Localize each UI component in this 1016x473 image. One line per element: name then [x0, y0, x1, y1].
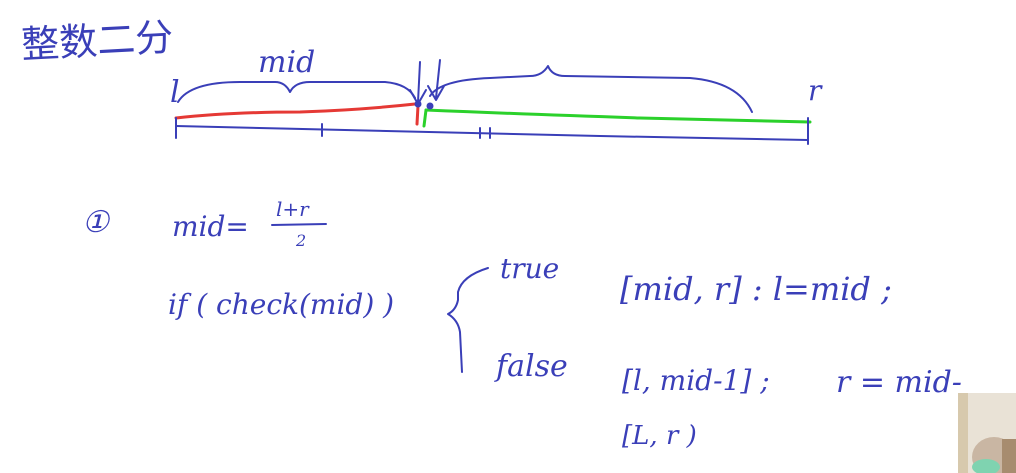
false-interval-alt: [L, r ): [622, 421, 697, 451]
right-label: r: [808, 74, 823, 107]
arrow-down-icon: [427, 59, 445, 101]
false-interval: [l, mid-1] ;: [622, 364, 770, 397]
right-segment: [424, 108, 812, 124]
false-assign: r = mid-: [836, 365, 962, 400]
left-brace: [177, 81, 416, 103]
right-brace: [429, 65, 753, 113]
mid-dot: [414, 100, 422, 108]
true-interval: [mid, r] : l=mid ;: [620, 270, 892, 308]
webcam-thumbnail: [958, 393, 1016, 473]
left-segment: [174, 102, 417, 120]
formula-lhs: mid=: [172, 210, 249, 243]
formula-numerator: l+r: [276, 197, 310, 221]
left-label: l: [170, 75, 180, 110]
formula-denominator: 2: [295, 231, 306, 250]
true-word: true: [500, 252, 559, 285]
arrow-down-icon: [409, 61, 427, 105]
number-line: [175, 125, 809, 141]
mid-plus-one-dot: [426, 102, 434, 110]
branch-brace: [447, 267, 489, 373]
title-text: 整数二分: [20, 15, 174, 67]
condition-text: if ( check(mid) ): [168, 288, 394, 321]
right-segment-tick: [422, 108, 428, 128]
false-word: false: [494, 349, 568, 384]
mid-label: mid: [258, 45, 315, 80]
step-marker: ①: [82, 205, 111, 240]
fraction-bar: [271, 223, 327, 226]
left-segment-tick: [415, 104, 420, 126]
